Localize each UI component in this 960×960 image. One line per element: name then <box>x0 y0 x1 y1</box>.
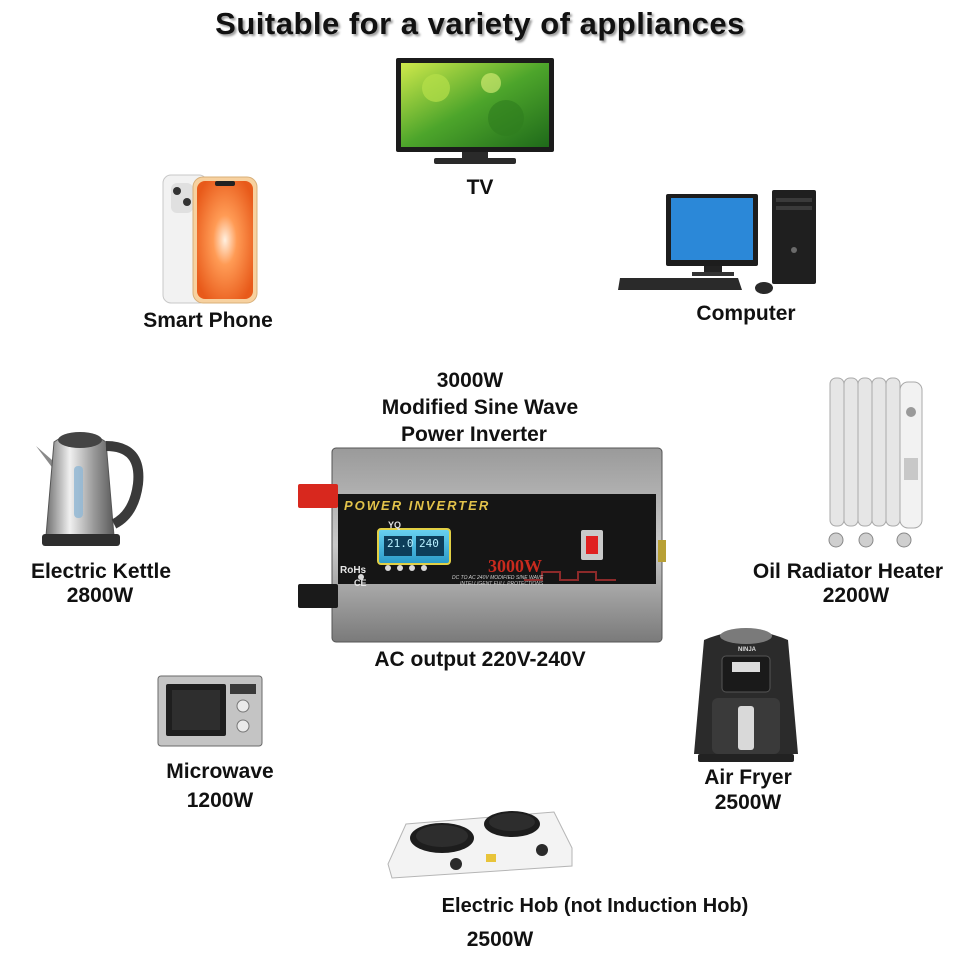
tv-label: TV <box>466 176 494 199</box>
ac-output-label: AC output 220V-240V <box>374 648 586 671</box>
kettle-watt: 2800W <box>66 584 134 607</box>
heater-icon <box>828 377 923 548</box>
tv-icon <box>396 58 554 164</box>
lcd-left-readout: 21.0 <box>387 537 414 550</box>
inverter-wave-heading: Modified Sine Wave <box>381 396 579 419</box>
inverter-small-line1: DC TO AC 240V MODIFIED SINE WAVE <box>452 575 544 581</box>
computer-label: Computer <box>696 302 796 325</box>
page-title: Suitable for a variety of appliances <box>215 6 745 41</box>
kettle-label: Electric Kettle <box>30 560 172 583</box>
air-fryer-watt: 2500W <box>714 791 782 814</box>
air-fryer-brand: NINJA <box>737 647 756 653</box>
rohs-mark: RoHs <box>340 565 367 576</box>
heater-label: Oil Radiator Heater <box>752 560 944 583</box>
inverter-type-heading: Power Inverter <box>401 423 547 446</box>
inverter-banner: POWER INVERTER <box>344 498 491 513</box>
hob-label: Electric Hob (not Induction Hob) <box>441 895 749 917</box>
phone-icon <box>162 174 258 304</box>
heater-watt: 2200W <box>822 584 890 607</box>
microwave-icon <box>157 675 263 747</box>
hob-icon <box>387 811 573 879</box>
hob-watt: 2500W <box>466 928 534 951</box>
air-fryer-icon <box>694 628 798 762</box>
lcd-right-readout: 240 <box>419 537 439 550</box>
inverter-power-heading: 3000W <box>436 369 504 392</box>
microwave-watt: 1200W <box>186 789 254 812</box>
ce-mark: CE <box>354 578 367 588</box>
kettle-icon <box>36 432 144 546</box>
inverter-brand: YQ <box>388 520 402 530</box>
inverter-device <box>298 447 666 643</box>
inverter-small-line2: INTELLIGENT FULL PROTECTIONS <box>460 581 544 587</box>
microwave-label: Microwave <box>166 760 274 783</box>
air-fryer-label: Air Fryer <box>704 766 792 789</box>
phone-label: Smart Phone <box>143 309 273 332</box>
computer-icon <box>618 190 816 294</box>
inverter-power-label: 3000W <box>488 556 542 576</box>
